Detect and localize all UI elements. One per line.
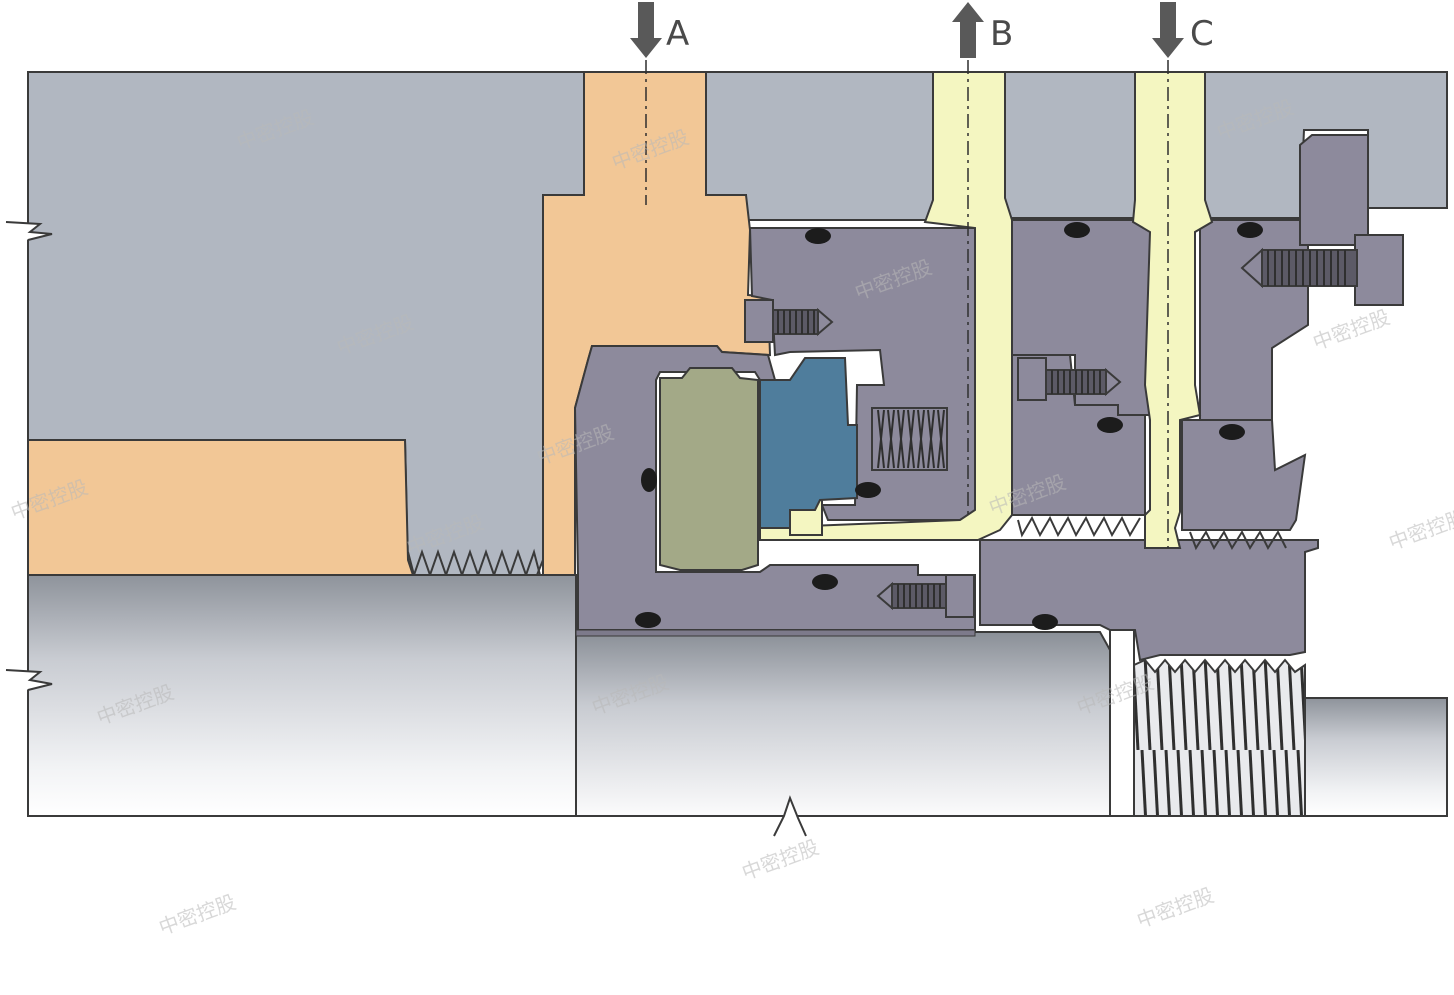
port-c-label: C [1190,14,1214,54]
pumping-thread [1133,658,1306,817]
shaft-gap-white [1109,629,1135,817]
set-screw-upper [744,299,834,343]
down-arrow-icon [630,2,662,58]
port-a-label: A [666,14,689,54]
set-screw-lower [876,574,975,618]
port-centerlines [645,60,1169,548]
shaft-sleeve [575,631,1111,817]
port-b-marker: B [952,2,1013,58]
gland-lower-left [27,439,415,576]
shaft-right-end [1304,697,1448,817]
watermark: 中密控股 [1134,883,1217,933]
o-rings [635,222,1263,630]
port-a-marker: A [630,2,689,58]
set-screw-middle [1017,357,1122,401]
watermark: 中密控股 [156,890,239,940]
watermark: 中密控股 [1386,505,1454,555]
watermark: 中密控股 [739,835,822,885]
sleeve-top-band [575,629,976,637]
port-c-passage [1131,71,1214,549]
gland-teeth [407,548,541,579]
stationary-seat-ring [759,357,858,529]
port-b-passage [759,71,1013,541]
shaft [27,574,577,817]
sleeve-teeth [1017,515,1287,551]
down-arrow-icon [1152,2,1184,58]
seal-body-right-lower [1181,419,1307,531]
clamp-bolt-right [1240,134,1404,306]
carbon-seal-ring [659,367,759,571]
port-c-marker: C [1152,2,1214,58]
up-arrow-icon [952,2,984,58]
break-mark-upper [5,221,53,241]
port-b-label: B [990,14,1013,54]
break-mark-lower [5,669,53,691]
watermark: 中密控股 [1310,305,1393,355]
sleeve-collar [979,539,1319,662]
break-mark-bottom [773,795,807,837]
spring-left [871,407,948,471]
